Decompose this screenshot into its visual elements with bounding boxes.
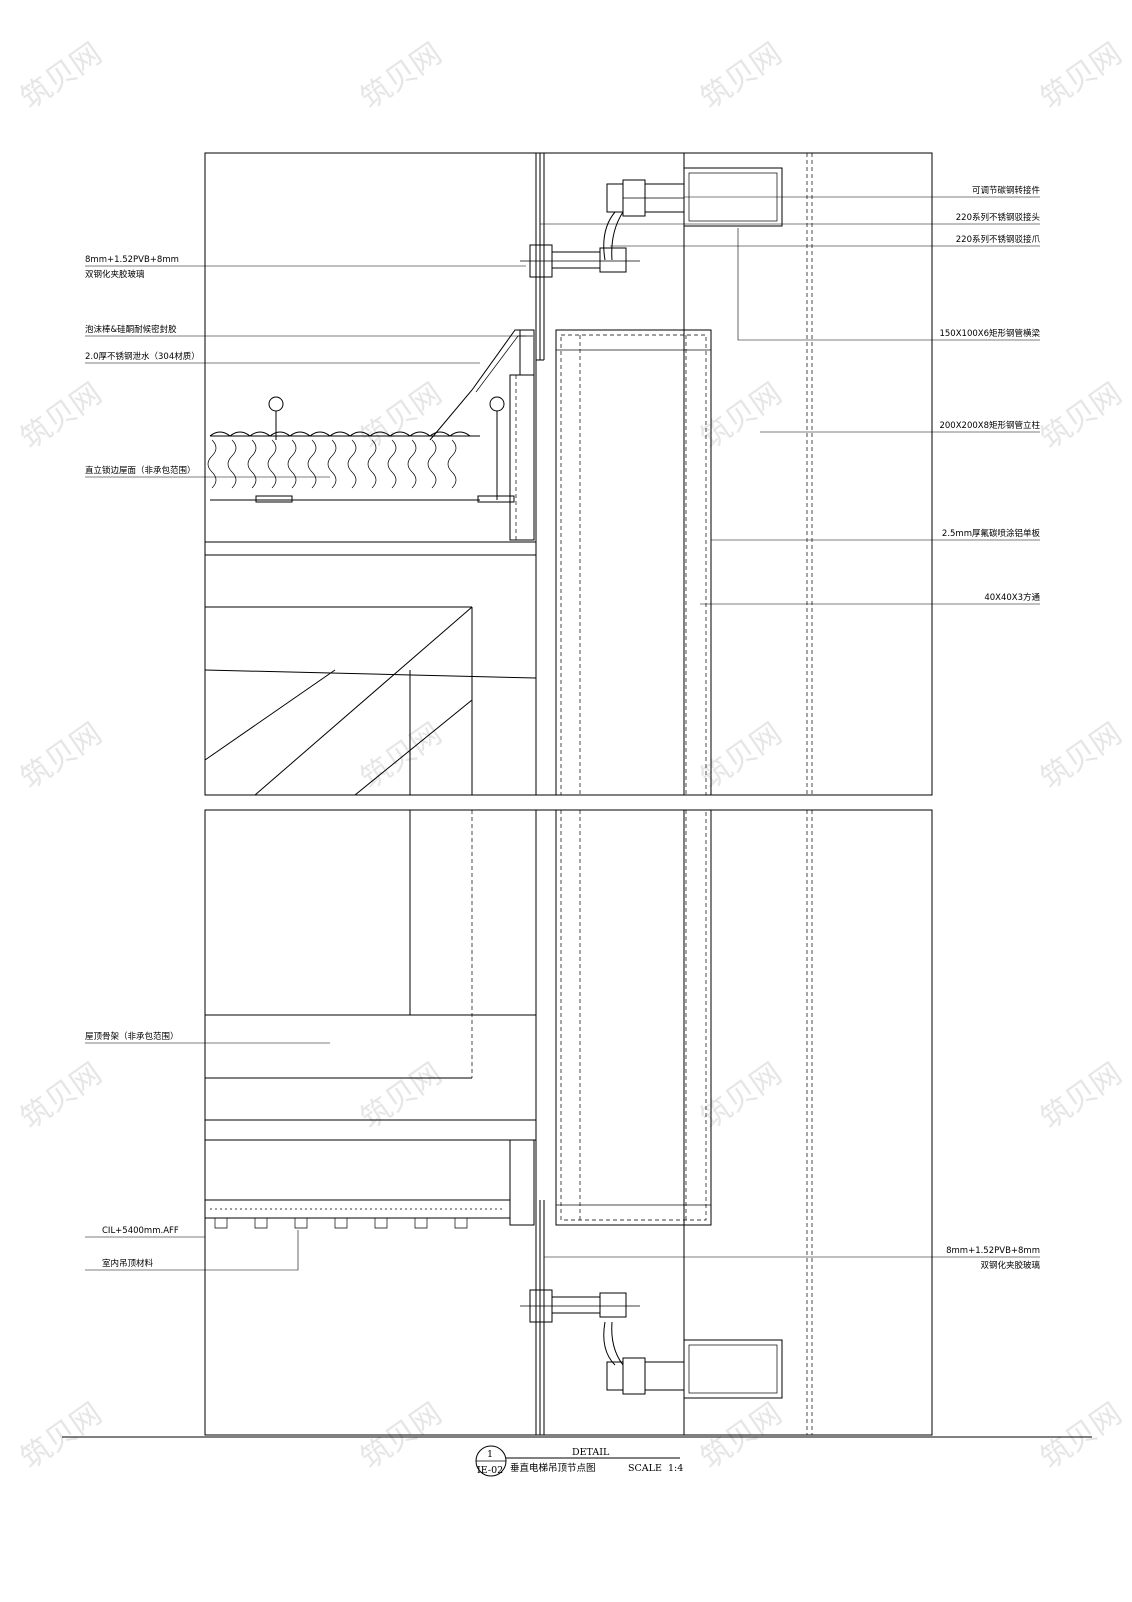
label-seal: 泡沫棒&硅酮耐候密封胶 (85, 324, 177, 335)
title-sheet: IE-02 (477, 1465, 503, 1476)
watermark: 筑贝网 (695, 1396, 789, 1476)
watermark: 筑贝网 (695, 376, 789, 456)
title-scale-label: SCALE (628, 1463, 662, 1474)
label-beam: 150X100X6矩形钢管横梁 (939, 328, 1040, 339)
left-labels: 8mm+1.52PVB+8mm 双钢化夹胶玻璃 泡沫棒&硅酮耐候密封胶 2.0厚… (85, 255, 200, 1269)
watermark: 筑贝网 (695, 36, 789, 116)
watermark: 筑贝网 (1035, 1056, 1129, 1136)
watermark: 筑贝网 (15, 36, 109, 116)
watermark: 筑贝网 (695, 716, 789, 796)
watermark: 筑贝网 (15, 376, 109, 456)
label-adjust: 可调节碳钢转接件 (972, 185, 1041, 196)
label-roof-frame: 屋顶骨架（非承包范围） (85, 1031, 179, 1042)
watermark: 筑贝网 (15, 1056, 109, 1136)
watermark: 筑贝网 (355, 376, 449, 456)
watermark: 筑贝网 (1035, 36, 1129, 116)
watermark: 筑贝网 (1035, 376, 1129, 456)
label-column: 200X200X8矩形钢管立柱 (939, 420, 1040, 431)
title-name: 垂直电梯吊顶节点图 (510, 1462, 596, 1474)
label-tube: 40X40X3方通 (984, 592, 1040, 603)
label-glass-bot-1: 8mm+1.52PVB+8mm (946, 1246, 1040, 1256)
spider-fitting-top (520, 179, 685, 278)
label-flashing: 2.0厚不锈钢泄水（304材质） (85, 351, 200, 362)
watermark: 筑贝网 (15, 716, 109, 796)
leader-lines (85, 196, 1040, 1271)
watermark: 筑贝网 (1035, 716, 1129, 796)
bottom-panel (204, 809, 933, 1436)
title-scale-value: 1:4 (668, 1463, 683, 1474)
ceiling-panel (204, 1199, 511, 1229)
watermark: 筑贝网 (355, 1056, 449, 1136)
watermark: 筑贝网 (15, 1396, 109, 1476)
label-glass-top-2: 双钢化夹胶玻璃 (85, 269, 145, 280)
spider-fitting-bottom (520, 1289, 783, 1399)
label-panel: 2.5mm厚氟碳喷涂铝单板 (942, 528, 1041, 539)
label-glass-top-1: 8mm+1.52PVB+8mm (85, 255, 179, 265)
title-number: 1 (487, 1449, 493, 1460)
roof-panel (207, 396, 515, 503)
watermark: 筑贝网 (355, 1396, 449, 1476)
top-panel (204, 152, 933, 796)
label-roof: 直立锁边屋面（非承包范围） (85, 465, 196, 476)
title-block: 1 IE-02 DETAIL 垂直电梯吊顶节点图 SCALE 1:4 (62, 1436, 1092, 1477)
label-joint-head: 220系列不锈钢驳接头 (956, 212, 1041, 223)
watermark: 筑贝网 (1035, 1396, 1129, 1476)
watermark: 筑贝网 (355, 36, 449, 116)
watermark: 筑贝网 (695, 1056, 789, 1136)
label-glass-bot-2: 双钢化夹胶玻璃 (980, 1260, 1040, 1271)
label-ceiling: 室内吊顶材料 (102, 1258, 154, 1269)
label-joint-claw: 220系列不锈钢驳接爪 (956, 234, 1041, 245)
title-detail: DETAIL (572, 1447, 610, 1458)
label-cil: CIL+5400mm.AFF (102, 1226, 179, 1236)
right-labels: 可调节碳钢转接件 220系列不锈钢驳接头 220系列不锈钢驳接爪 150X100… (939, 185, 1040, 1271)
